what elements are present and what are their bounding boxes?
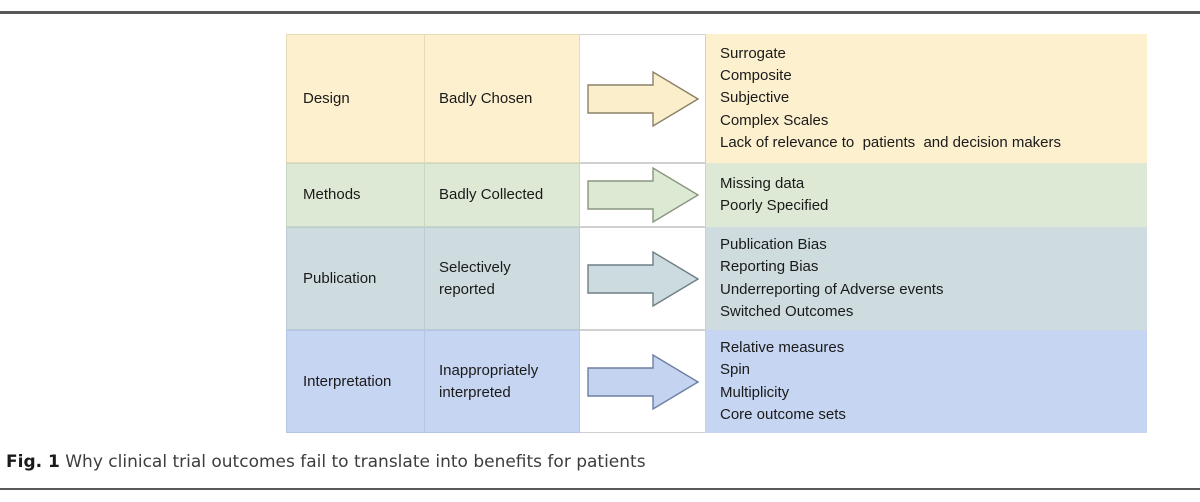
problem-cell: Selectively reported	[425, 227, 580, 330]
figure-caption-text: Why clinical trial outcomes fail to tran…	[59, 452, 646, 472]
problem-cell: Inappropriately interpreted	[425, 330, 580, 433]
right-arrow-icon	[586, 353, 699, 410]
bottom-divider-rule	[0, 488, 1200, 490]
stage-cell: Design	[286, 34, 425, 163]
stage-label: Methods	[303, 186, 361, 204]
arrow-cell	[580, 227, 706, 330]
stage-label: Publication	[303, 269, 377, 287]
outcome-item: Lack of relevance to patients and decisi…	[720, 133, 1062, 151]
outcome-item: Switched Outcomes	[720, 302, 854, 320]
outcome-item: Core outcome sets	[720, 405, 846, 423]
figure-row: Publication Selectively reported Publicati…	[286, 227, 1147, 330]
stage-label: Interpretation	[303, 372, 392, 390]
outcome-item: Complex Scales	[720, 111, 829, 129]
outcome-item: Multiplicity	[720, 383, 790, 401]
stage-cell: Publication	[286, 227, 425, 330]
problem-label: Badly Collected	[439, 186, 544, 204]
outcome-item: Subjective	[720, 89, 790, 107]
figure-caption: Fig. 1 Why clinical trial outcomes fail …	[6, 452, 1186, 472]
figure-row: Interpretation Inappropriately interprete…	[286, 330, 1147, 433]
outcome-item: Missing data	[720, 174, 805, 192]
arrow-cell	[580, 163, 706, 227]
outcome-item: Poorly Specified	[720, 197, 829, 214]
right-arrow-icon	[586, 167, 699, 223]
problem-label: Badly Chosen	[439, 89, 533, 107]
right-arrow-icon	[586, 70, 699, 127]
problem-label: Inappropriately interpreted	[439, 361, 539, 401]
arrow-cell	[580, 330, 706, 433]
stage-cell: Interpretation	[286, 330, 425, 433]
outcome-item: Relative measures	[720, 339, 845, 357]
arrow-cell	[580, 34, 706, 163]
stage-label: Design	[303, 89, 350, 107]
right-arrow-icon	[586, 250, 699, 307]
figure-caption-label: Fig. 1	[6, 452, 60, 472]
problem-cell: Badly Collected	[425, 163, 580, 227]
top-divider-rule	[0, 11, 1200, 14]
stage-cell: Methods	[286, 163, 425, 227]
outcome-item: Spin	[720, 361, 751, 379]
outcome-item: Reporting Bias	[720, 258, 819, 276]
problem-label: Selectively reported	[439, 258, 511, 298]
outcome-item: Publication Bias	[720, 236, 827, 254]
outcome-item: Underreporting of Adverse events	[720, 280, 944, 298]
problem-cell: Badly Chosen	[425, 34, 580, 163]
outcome-item: Surrogate	[720, 45, 786, 63]
outcome-item: Composite	[720, 67, 792, 85]
